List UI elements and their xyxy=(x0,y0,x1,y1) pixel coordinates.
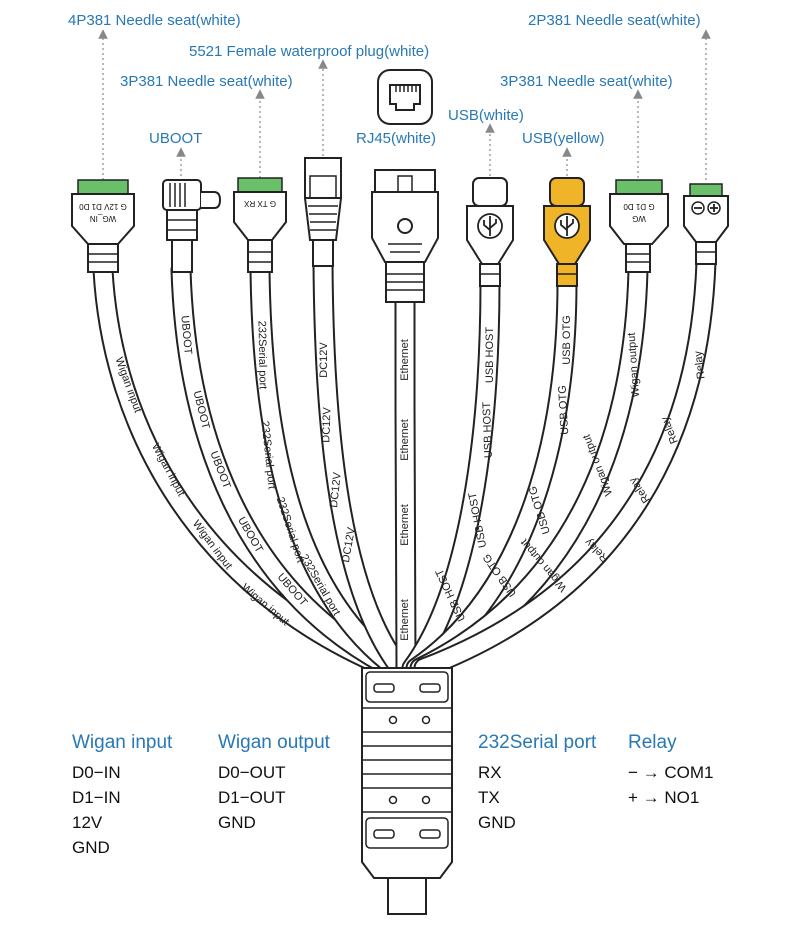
legend-title: 232Serial port xyxy=(478,732,597,753)
cable-ethernet xyxy=(394,289,417,679)
cable-text-wiegand-input: Wigan input xyxy=(190,518,235,572)
cable-text-relay: Relay xyxy=(692,350,707,380)
legend-row: GND xyxy=(218,813,256,832)
cable-usb-otg xyxy=(405,271,578,679)
label-uboot: UBOOT xyxy=(149,130,202,147)
legend-row: + → NO1 xyxy=(628,788,700,807)
cable-text-usb-host: USB HOST xyxy=(481,401,495,458)
cable-text-serial: 232Serial port xyxy=(255,321,268,390)
usb-otg-connector xyxy=(543,177,591,287)
label-relay: 2P381 Needle seat(white) xyxy=(528,12,701,29)
serial-connector: G TX RX xyxy=(233,177,287,273)
cable-serial xyxy=(249,259,407,679)
usb-host-connector xyxy=(466,177,514,287)
serial-pin-marks: G TX RX xyxy=(243,199,276,208)
legend-relay: Relay − → COM1 + → NO1 xyxy=(628,732,714,810)
wiegand-input-connector: G 12V D1 D0 WG_IN xyxy=(71,179,135,273)
legend-serial: 232Serial port RX TX GND xyxy=(478,732,596,835)
cable-text-ethernet: Ethernet xyxy=(399,599,411,641)
cable-text-ethernet: Ethernet xyxy=(399,419,411,461)
usb-otg-symbol-icon xyxy=(554,213,580,239)
cable-text-usb-host: USB HOST xyxy=(484,327,496,384)
uboot-connector xyxy=(162,179,222,273)
usb-host-symbol-icon xyxy=(477,213,503,239)
cable-text-dc: DC12V xyxy=(318,342,330,378)
cable-text-usb-otg: USB OTG xyxy=(561,315,573,365)
legend-row: D1−IN xyxy=(72,788,121,807)
rj45-socket-icon xyxy=(377,69,433,125)
legend-row: TX xyxy=(478,788,500,807)
wiegand-output-connector: G D1 D0 WG xyxy=(609,179,669,273)
relay-polarity-icon xyxy=(691,201,721,215)
cable-text-dc: DC12V xyxy=(328,471,344,508)
legend-row: D0−IN xyxy=(72,763,121,782)
legend-title: Relay xyxy=(628,732,677,753)
wg-out-name: WG xyxy=(632,214,646,223)
wg-in-pin-marks: G 12V D1 D0 xyxy=(79,202,127,211)
label-wiegand-out: 3P381 Needle seat(white) xyxy=(500,73,673,90)
cable-text-usb-otg: USB OTG xyxy=(557,385,572,435)
main-connector xyxy=(361,667,453,915)
cable-text-wiegand-output: Wigan output xyxy=(626,332,642,398)
cable-dc xyxy=(312,251,411,679)
label-wiegand-in: 4P381 Needle seat(white) xyxy=(68,12,241,29)
label-usb-otg: USB(yellow) xyxy=(522,130,605,147)
legend-row: 12V xyxy=(72,813,103,832)
legend-wiegand-output: Wigan output D0−OUT D1−OUT GND xyxy=(218,732,330,835)
label-serial: 3P381 Needle seat(white) xyxy=(120,73,293,90)
label-rj45: RJ45(white) xyxy=(356,130,436,147)
legend-row: GND xyxy=(72,838,110,857)
legend-title: Wigan input xyxy=(72,732,173,753)
legend-row: − → COM1 xyxy=(628,763,714,782)
rj45-connector xyxy=(371,169,439,303)
label-usb-host: USB(white) xyxy=(448,107,524,124)
cable-text-uboot: UBOOT xyxy=(178,315,193,355)
cable-text-ethernet: Ethernet xyxy=(399,504,411,546)
legend-row: GND xyxy=(478,813,516,832)
wg-in-name: WG_IN xyxy=(90,214,116,223)
relay-connector xyxy=(683,183,729,265)
legend-wiegand-input: Wigan input D0−IN D1−IN 12V GND xyxy=(72,732,172,860)
cable-uboot xyxy=(170,259,403,679)
legend-title: Wigan output xyxy=(218,732,330,753)
cable-text-ethernet: Ethernet xyxy=(399,339,411,381)
wg-out-pin-marks: G D1 D0 xyxy=(623,202,655,211)
legend-row: D1−OUT xyxy=(218,788,286,807)
legend-row: RX xyxy=(478,763,502,782)
cable-text-dc: DC12V xyxy=(320,406,333,443)
cable-usb-host xyxy=(401,271,501,679)
label-dc: 5521 Female waterproof plug(white) xyxy=(189,43,429,60)
dc-connector xyxy=(303,157,343,267)
cable-relay xyxy=(413,251,717,679)
legend-row: D0−OUT xyxy=(218,763,286,782)
cable-wiegand-input xyxy=(92,259,399,679)
